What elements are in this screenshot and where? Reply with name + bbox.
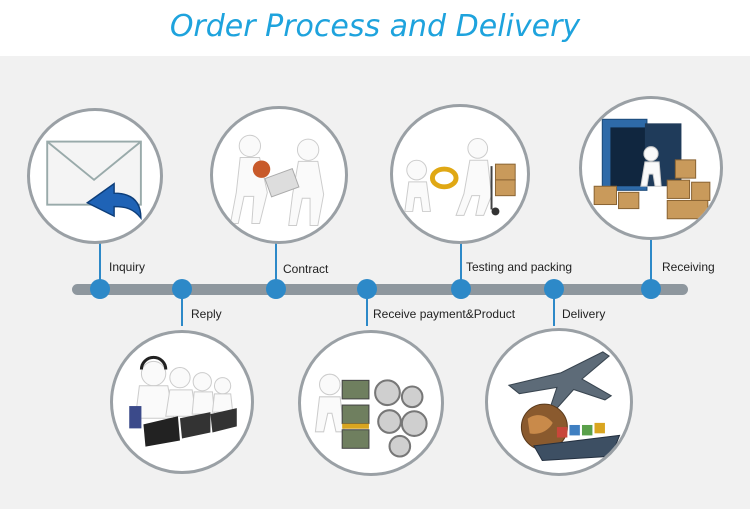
label-contract: Contract: [283, 262, 328, 276]
label-inquiry: Inquiry: [109, 260, 145, 274]
label-delivery: Delivery: [562, 307, 605, 321]
label-reply: Reply: [191, 307, 222, 321]
label-testing: Testing and packing: [466, 260, 572, 274]
container-boxes-icon: [579, 96, 723, 240]
stem-delivery: [553, 296, 555, 326]
call-center-icon: [110, 330, 254, 474]
page-title: Order Process and Delivery: [0, 2, 750, 52]
timeline-bar: [72, 284, 688, 295]
node-delivery: [544, 279, 564, 299]
plane-ship-globe-icon: [485, 328, 633, 476]
stem-testing: [460, 240, 462, 282]
money-gears-icon: [298, 330, 444, 476]
label-payment: Receive payment&Product: [373, 307, 515, 321]
stem-reply: [181, 296, 183, 326]
handshake-contract-icon: [210, 106, 348, 244]
inspection-packing-icon: [390, 104, 530, 244]
stem-contract: [275, 240, 277, 282]
node-payment: [357, 279, 377, 299]
node-receiving: [641, 279, 661, 299]
node-contract: [266, 279, 286, 299]
stem-payment: [366, 296, 368, 326]
node-reply: [172, 279, 192, 299]
stem-receiving: [650, 240, 652, 282]
stem-inquiry: [99, 240, 101, 282]
node-testing: [451, 279, 471, 299]
envelope-reply-icon: [27, 108, 163, 244]
node-inquiry: [90, 279, 110, 299]
label-receiving: Receiving: [662, 260, 715, 274]
